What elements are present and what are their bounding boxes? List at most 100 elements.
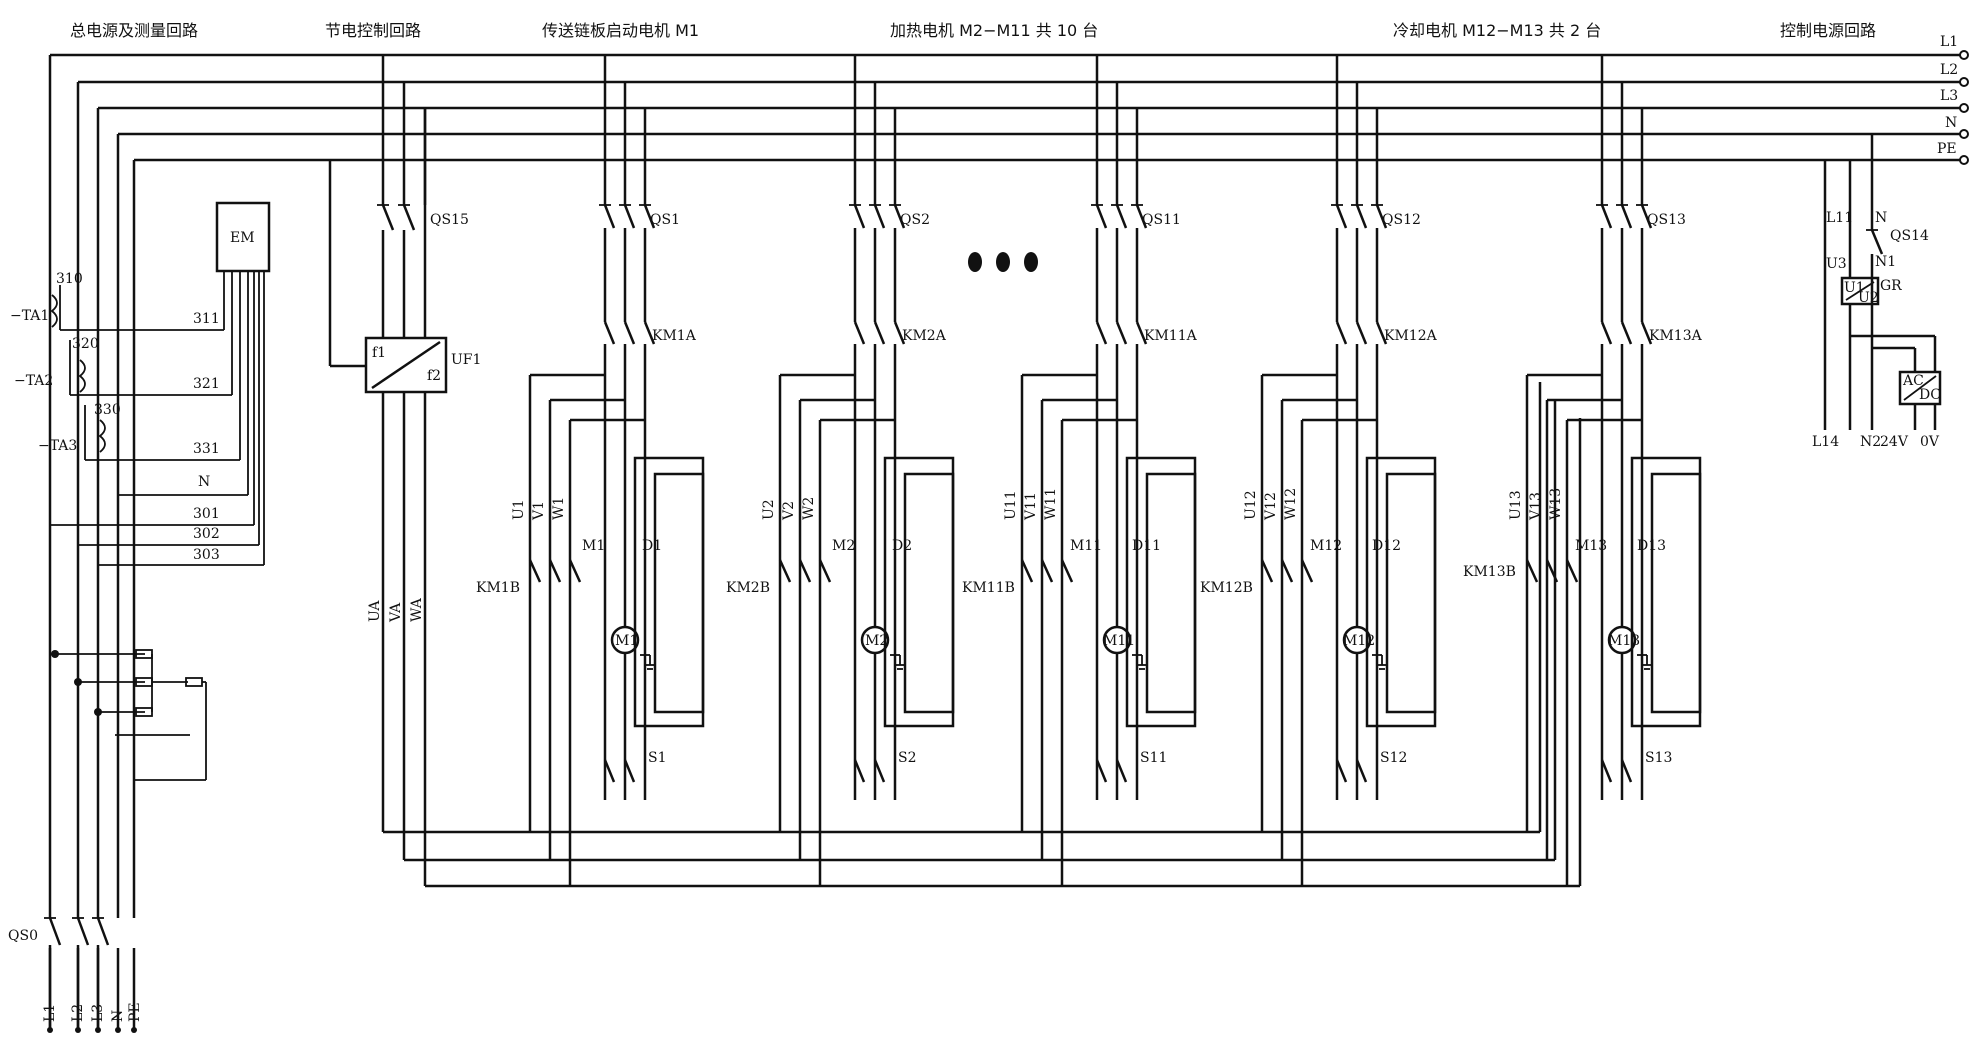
bus-label-pe: PE [1937, 141, 1957, 157]
meter-leads [50, 271, 265, 566]
label-v: V2 [781, 501, 797, 521]
terminal-l1: L1 [42, 1004, 58, 1022]
label-kmb: KM1B [476, 580, 520, 596]
label-va: VA [388, 602, 404, 623]
bus-label-n: N [1945, 115, 1957, 131]
label-f1: f1 [372, 345, 386, 361]
label-24v: 24V [1880, 434, 1909, 450]
label-kmb: KM2B [726, 580, 770, 596]
label-ta3: −TA3 [38, 438, 77, 454]
wire-311: 311 [193, 311, 220, 327]
motor-symbol-label: M11 [1103, 633, 1135, 649]
motor-symbol-label: M2 [865, 633, 888, 649]
main-switch-qs0 [44, 917, 140, 1028]
heading-conveyor-motor: 传送链板启动电机 M1 [542, 21, 699, 40]
main-power-verticals [48, 55, 136, 1028]
motor-symbol-label: M13 [1608, 633, 1640, 649]
label-kmb: KM11B [962, 580, 1015, 596]
label-s: S13 [1645, 750, 1672, 766]
wire-303: 303 [193, 547, 220, 563]
main-terminals [47, 1027, 137, 1033]
label-kma: KM12A [1384, 328, 1438, 344]
motor-symbol-label: M12 [1343, 633, 1375, 649]
current-transformer-ta3 [84, 405, 106, 460]
terminal-l2: L2 [70, 1004, 86, 1022]
label-n2: N2 [1860, 434, 1881, 450]
label-qs: QS12 [1382, 212, 1421, 228]
label-ta1: −TA1 [10, 308, 49, 324]
label-ta2: −TA2 [14, 373, 53, 389]
label-m: M2 [832, 538, 855, 554]
label-v: V11 [1023, 492, 1039, 521]
label-s: S11 [1140, 750, 1167, 766]
label-d: D12 [1372, 538, 1401, 554]
label-w: W1 [551, 497, 567, 520]
wire-301: 301 [193, 506, 220, 522]
heading-main-power: 总电源及测量回路 [70, 21, 198, 40]
label-w: W12 [1283, 488, 1299, 520]
label-qs: QS2 [900, 212, 930, 228]
label-u3: U3 [1826, 256, 1847, 272]
label-s: S12 [1380, 750, 1407, 766]
label-u: U12 [1243, 490, 1259, 520]
label-qs0: QS0 [8, 928, 38, 944]
label-d: D2 [892, 538, 912, 554]
bus-label-l2: L2 [1940, 62, 1958, 78]
label-w: W13 [1548, 488, 1564, 520]
label-control-n: N [1875, 210, 1887, 226]
label-u: U13 [1508, 490, 1524, 520]
label-f2: f2 [427, 368, 441, 384]
motor-unit-13: QS13 KM13A KM13B U13 V13 W13 M13 D13 M13… [1463, 55, 1703, 886]
terminal-l3: L3 [90, 1004, 106, 1022]
label-d: D13 [1637, 538, 1666, 554]
energy-meter-box [215, 201, 271, 273]
wire-310: 310 [56, 271, 83, 287]
wire-n: N [198, 474, 210, 490]
label-u: U1 [511, 499, 527, 520]
bus-label-l3: L3 [1940, 88, 1958, 104]
label-0v: 0V [1920, 434, 1940, 450]
omitted-motors-ellipsis [968, 252, 1038, 272]
label-ac: AC [1902, 373, 1924, 389]
motor-unit-2: QS2 KM2A KM2B U2 V2 W2 M2 D2 M2 S2 [726, 55, 955, 886]
label-uf1: UF1 [451, 352, 481, 368]
label-qs14: QS14 [1890, 228, 1929, 244]
heading-cooling-motors: 冷却电机 M12−M13 共 2 台 [1393, 21, 1601, 40]
label-kma: KM13A [1649, 328, 1703, 344]
label-wa: WA [409, 597, 425, 622]
label-dc: DC [1919, 387, 1941, 403]
label-kma: KM2A [902, 328, 947, 344]
label-kma: KM1A [652, 328, 697, 344]
control-power-circuit [1823, 134, 1942, 430]
current-transformer-ta2 [69, 340, 86, 395]
heading-energy-saving: 节电控制回路 [325, 21, 421, 40]
motor-unit-1: QS1 KM1A KM1B U1 V1 W1 M1 D1 M1 S1 [476, 55, 705, 886]
wire-320: 320 [72, 336, 99, 352]
label-v: V12 [1263, 492, 1279, 521]
current-transformer-ta1 [50, 285, 61, 330]
label-m: M12 [1310, 538, 1342, 554]
wire-321: 321 [193, 376, 220, 392]
bus-label-l1: L1 [1940, 34, 1958, 50]
label-w: W11 [1043, 488, 1059, 520]
label-d: D11 [1132, 538, 1161, 554]
motor-symbol-label: M1 [615, 633, 638, 649]
label-l11: L11 [1826, 210, 1853, 226]
label-ua: UA [367, 600, 383, 622]
label-kmb: KM12B [1200, 580, 1253, 596]
label-m: M11 [1070, 538, 1102, 554]
terminal-n: N [110, 1010, 126, 1022]
terminal-pe: PE [127, 1002, 143, 1022]
label-qs: QS11 [1142, 212, 1181, 228]
label-w: W2 [801, 497, 817, 520]
label-gr-u1: U1 [1844, 280, 1865, 296]
wire-331: 331 [193, 441, 220, 457]
label-gr-u2: U2 [1858, 290, 1879, 306]
wire-302: 302 [193, 526, 220, 542]
surge-protection-network [50, 649, 207, 781]
label-v: V13 [1528, 492, 1544, 521]
label-gr: GR [1880, 278, 1902, 294]
label-kma: KM11A [1144, 328, 1198, 344]
motor-unit-11: QS11 KM11A KM11B U11 V11 W11 M11 D11 M11… [962, 55, 1198, 886]
